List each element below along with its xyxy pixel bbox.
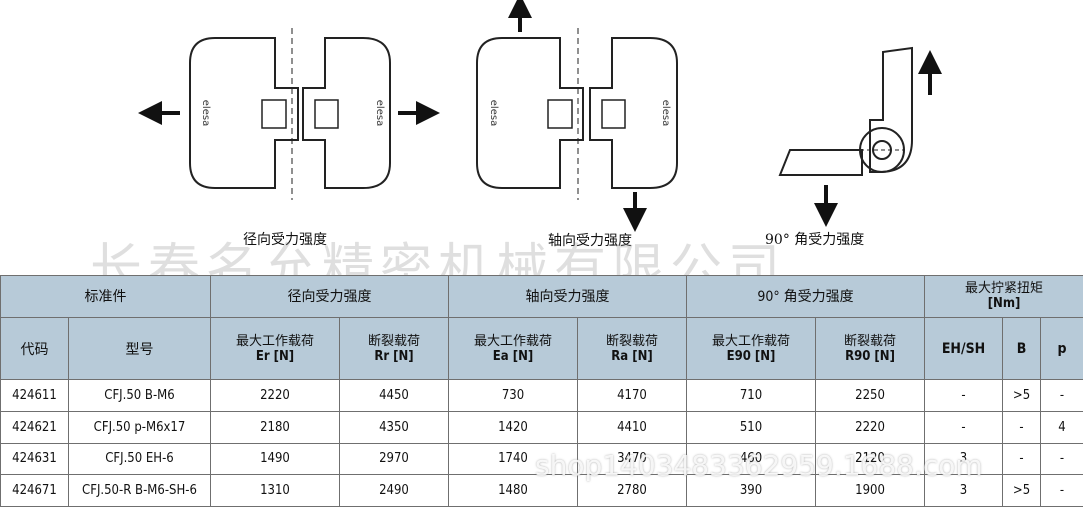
shop-watermark: shop1403483362959.1688.com bbox=[535, 449, 983, 482]
cell-model: CFJ.50 EH-6 bbox=[68, 442, 211, 476]
caption-radial: 径向受力强度 bbox=[243, 232, 327, 248]
cell-ea: 1740 bbox=[448, 442, 578, 476]
cell-ea: 1420 bbox=[448, 410, 578, 444]
cell-code: 424631 bbox=[0, 442, 69, 476]
header-torque-unit: [Nm] bbox=[987, 296, 1021, 312]
header-torque-title: 最大拧紧扭矩 bbox=[965, 281, 1044, 297]
cell-r90: 2120 bbox=[814, 442, 926, 476]
header-code: 代码 bbox=[0, 316, 69, 381]
load-spec-table: 标准件 径向受力强度 轴向受力强度 90° 角受力强度 最大拧紧扭矩 [Nm] … bbox=[0, 275, 1083, 507]
cell-rr: 2970 bbox=[339, 442, 449, 476]
cell-model: CFJ.50 B-M6 bbox=[68, 379, 211, 412]
caption-axial: 轴向受力强度 bbox=[548, 233, 632, 249]
cell-r90: 2250 bbox=[814, 379, 926, 412]
header-angle: 90° 角受力强度 bbox=[685, 275, 926, 318]
cell-er: 1310 bbox=[210, 474, 340, 507]
cell-b: - bbox=[1002, 442, 1042, 476]
cell-r90: 1900 bbox=[814, 474, 926, 507]
cell-ea: 730 bbox=[448, 379, 578, 412]
cell-er: 2220 bbox=[210, 379, 340, 412]
logo-right-2: elesa bbox=[660, 100, 671, 126]
diagram-area: elesa elesa elesa elesa 径向受力强度 轴向受力强度 90… bbox=[138, 0, 942, 249]
hinge-diagrams: elesa elesa elesa elesa bbox=[138, 0, 942, 232]
cell-r90: 2220 bbox=[814, 410, 926, 444]
header-radial: 径向受力强度 bbox=[210, 275, 449, 318]
cell-p: - bbox=[1040, 442, 1083, 476]
radial-load-diagram bbox=[138, 28, 440, 200]
angle-load-diagram bbox=[778, 46, 942, 227]
cell-ehsh: 3 bbox=[924, 474, 1004, 507]
header-ehsh: EH/SH bbox=[924, 316, 1004, 381]
cell-ra: 4410 bbox=[577, 410, 687, 444]
cell-p: - bbox=[1040, 474, 1083, 507]
cell-e90: 510 bbox=[686, 410, 816, 444]
cell-ra: 2780 bbox=[577, 474, 687, 507]
cell-model: CFJ.50 p-M6x17 bbox=[68, 410, 211, 444]
cell-e90: 390 bbox=[686, 474, 816, 507]
cell-e90: 710 bbox=[686, 379, 816, 412]
axial-load-diagram bbox=[476, 0, 678, 232]
cell-b: - bbox=[1002, 410, 1042, 444]
cell-rr: 2490 bbox=[339, 474, 449, 507]
header-b: B bbox=[1002, 316, 1042, 381]
header-p: p bbox=[1040, 316, 1083, 381]
cell-code: 424671 bbox=[0, 474, 69, 507]
cell-rr: 4350 bbox=[339, 410, 449, 444]
header-torque: 最大拧紧扭矩 [Nm] bbox=[924, 275, 1083, 318]
cell-ra: 3470 bbox=[577, 442, 687, 476]
cell-p: - bbox=[1040, 379, 1083, 412]
cell-ehsh: - bbox=[924, 379, 1004, 412]
header-axial: 轴向受力强度 bbox=[448, 275, 687, 318]
cell-e90: 460 bbox=[686, 442, 816, 476]
cell-code: 424621 bbox=[0, 410, 69, 444]
cell-ehsh: 3 bbox=[924, 442, 1004, 476]
cell-b: >5 bbox=[1002, 474, 1042, 507]
caption-angle: 90° 角受力强度 bbox=[765, 232, 865, 248]
cell-rr: 4450 bbox=[339, 379, 449, 412]
cell-ehsh: - bbox=[924, 410, 1004, 444]
cell-model: CFJ.50-R B-M6-SH-6 bbox=[68, 474, 211, 507]
cell-p: 4 bbox=[1040, 410, 1083, 444]
logo-left-1: elesa bbox=[200, 100, 211, 126]
cell-b: >5 bbox=[1002, 379, 1042, 412]
logo-right-1: elesa bbox=[374, 100, 385, 126]
table-group-header-row: 标准件 径向受力强度 轴向受力强度 90° 角受力强度 最大拧紧扭矩 [Nm] bbox=[0, 275, 1083, 318]
header-standard: 标准件 bbox=[0, 275, 211, 318]
cell-code: 424611 bbox=[0, 379, 69, 412]
cell-ra: 4170 bbox=[577, 379, 687, 412]
cell-er: 2180 bbox=[210, 410, 340, 444]
logo-left-2: elesa bbox=[488, 100, 499, 126]
cell-er: 1490 bbox=[210, 442, 340, 476]
cell-ea: 1480 bbox=[448, 474, 578, 507]
header-model: 型号 bbox=[68, 316, 211, 381]
